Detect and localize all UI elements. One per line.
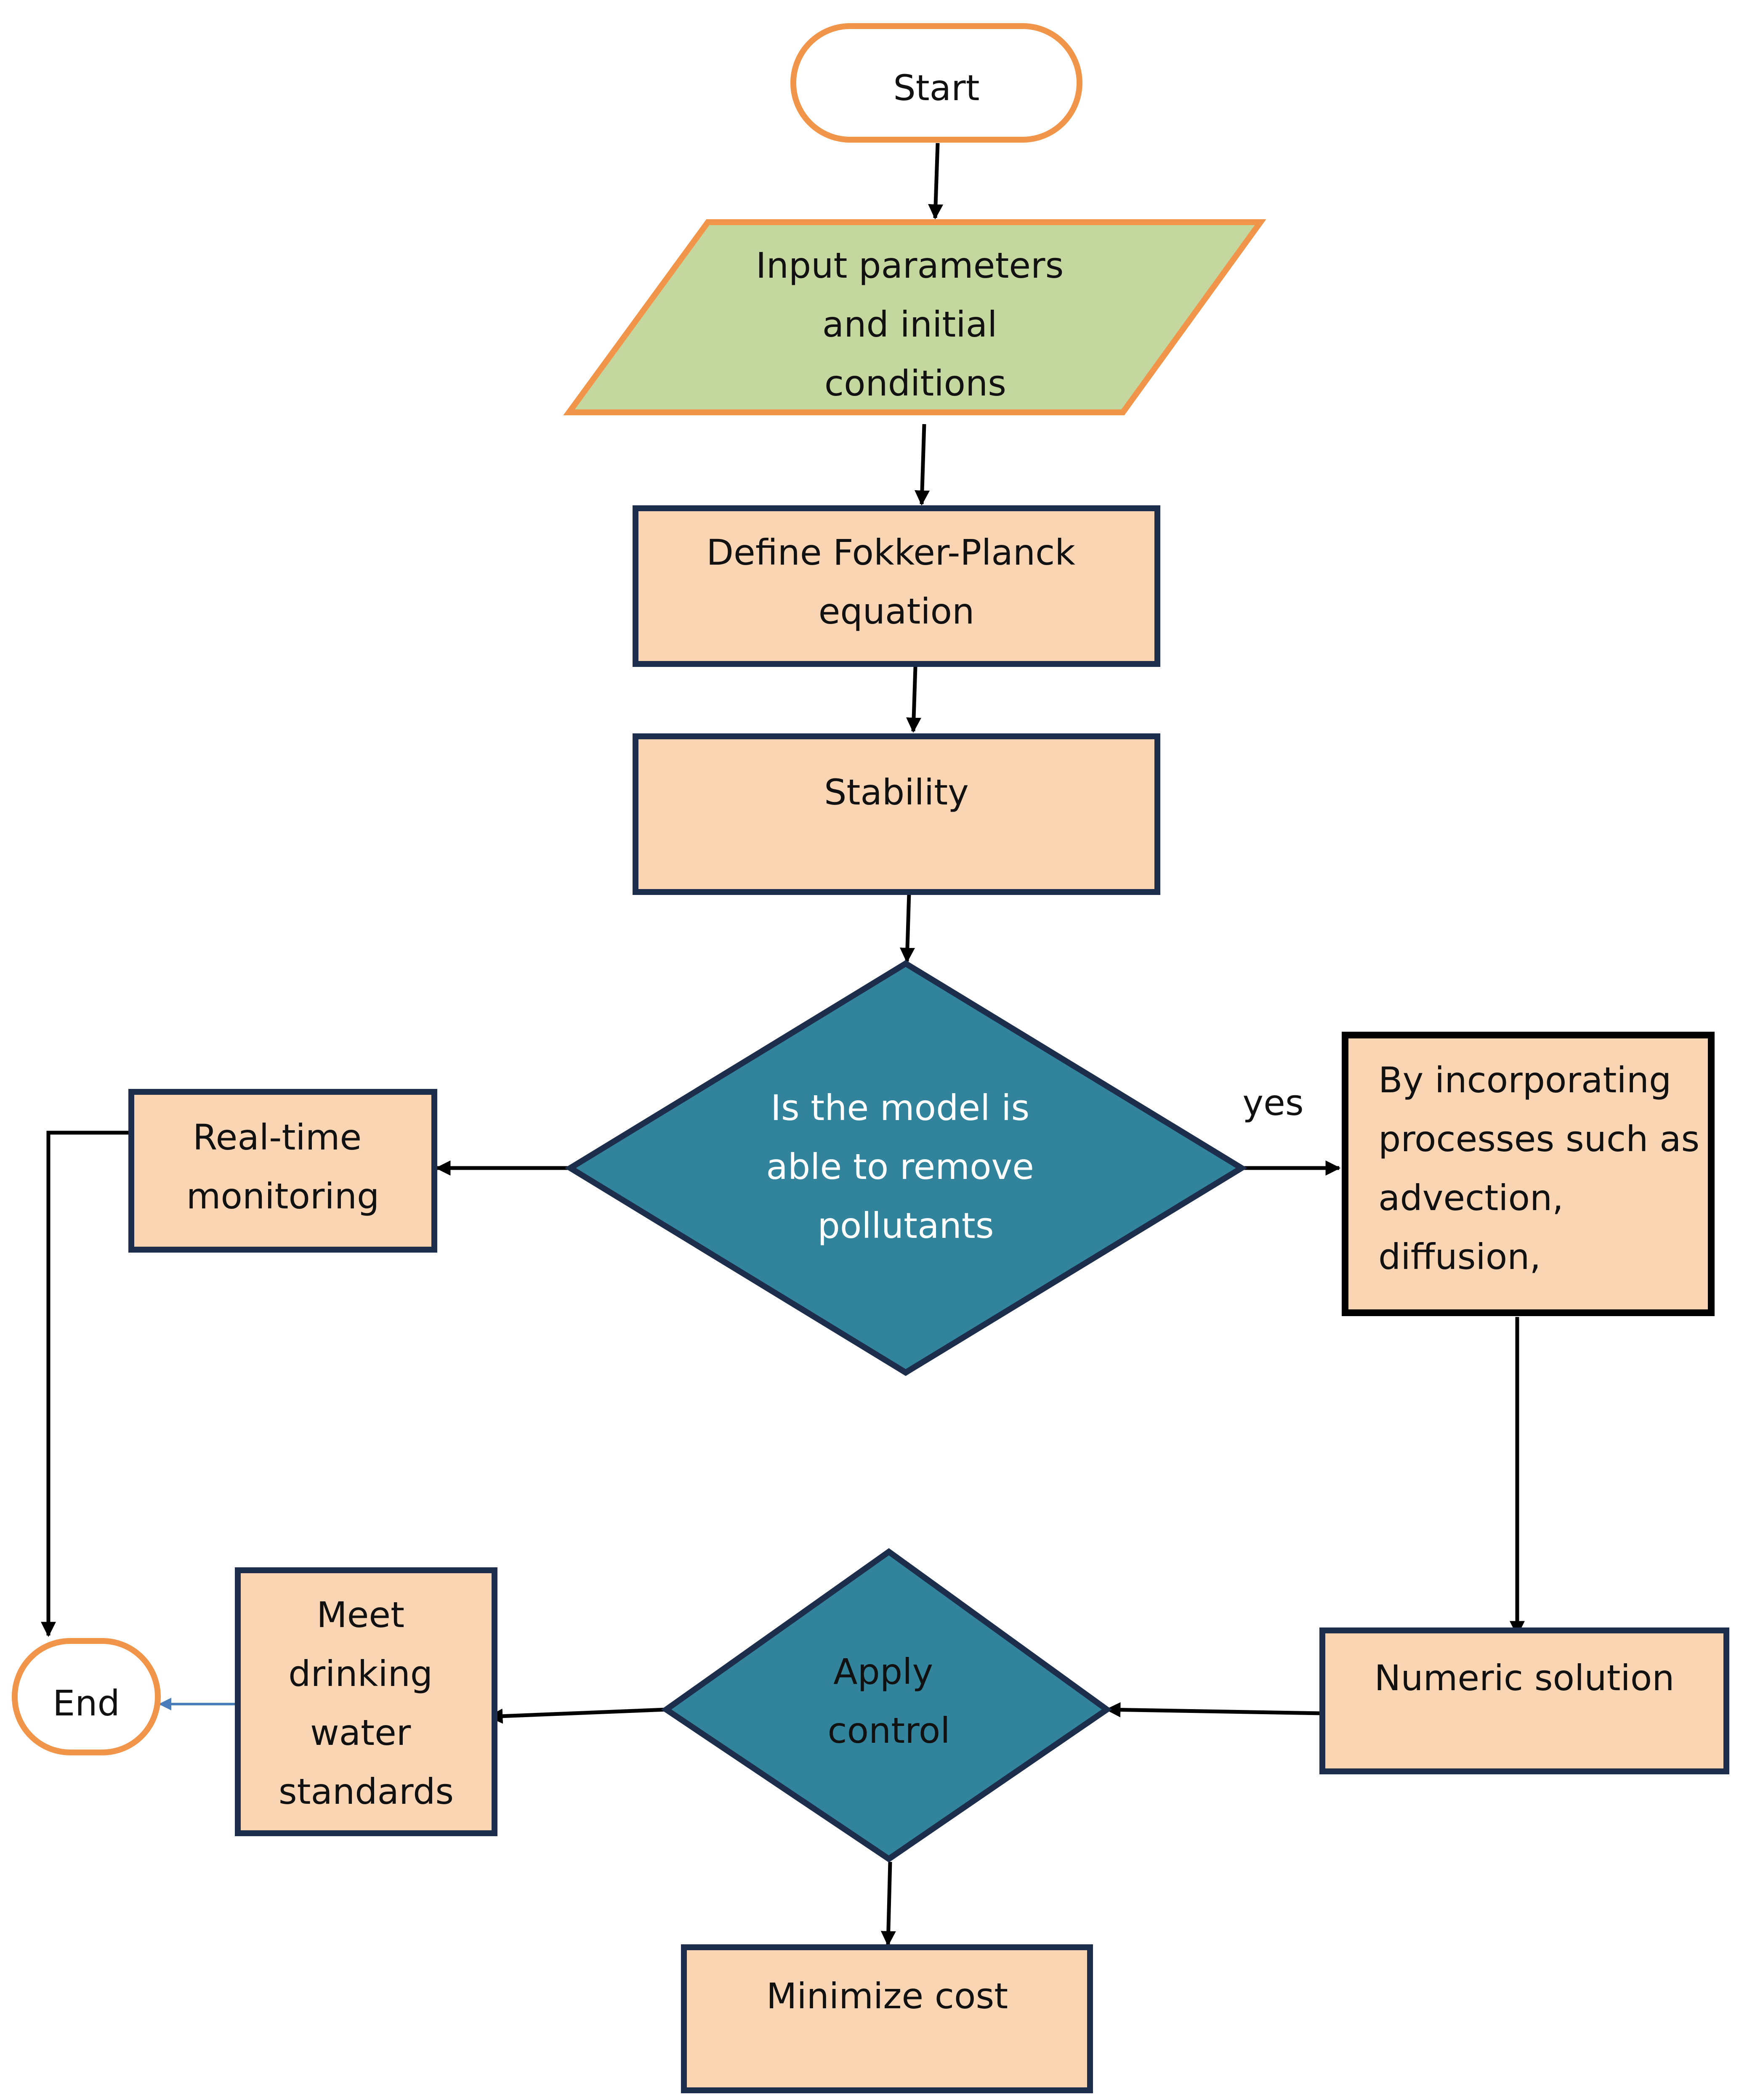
meet-shape — [235, 1567, 497, 1836]
apply-text: Apply control — [827, 1651, 950, 1751]
incorporating-shape — [1342, 1032, 1715, 1316]
realtime-line-2: monitoring — [186, 1176, 380, 1217]
start-shape — [790, 23, 1082, 143]
decision-shape — [564, 960, 1247, 1376]
decision-text: Is the model is able to remove pollutant… — [766, 1087, 1045, 1246]
meet-line-4: standards — [279, 1771, 454, 1812]
stability-shape — [633, 733, 1160, 895]
arrow-stability-to-decision — [900, 892, 915, 963]
incorporating-line-3: advection, — [1378, 1177, 1564, 1219]
define-node: Define Fokker-Planck equation — [633, 505, 1160, 667]
start-node: Start — [790, 23, 1082, 143]
end-label: End — [53, 1683, 120, 1724]
start-label: Start — [893, 67, 979, 109]
arrow-apply-to-minimize — [880, 1861, 896, 1946]
arrow-start-to-input — [928, 143, 944, 220]
decision-line-2: able to remove — [766, 1146, 1034, 1187]
meet-line-2: drinking — [288, 1653, 433, 1694]
numeric-node: Numeric solution — [1319, 1627, 1729, 1774]
incorporating-text: By incorporating processes such as advec… — [1378, 1059, 1711, 1277]
apply-line-2: control — [827, 1710, 950, 1751]
input-node: Input parameters and initial conditions — [563, 219, 1266, 415]
realtime-text: Real-time monitoring — [186, 1117, 380, 1217]
arrow-define-to-stability — [906, 654, 922, 733]
stability-node: Stability — [633, 733, 1160, 895]
decision-node: Is the model is able to remove pollutant… — [564, 960, 1247, 1376]
realtime-shape — [128, 1089, 437, 1253]
input-text: Input parameters and initial conditions — [756, 245, 1075, 404]
input-line-1: Input parameters — [756, 245, 1064, 286]
apply-shape — [661, 1548, 1112, 1863]
define-line-2: equation — [819, 591, 975, 632]
input-line-3: conditions — [824, 363, 1006, 404]
minimize-label: Minimize cost — [766, 1975, 1008, 2017]
numeric-shape — [1319, 1627, 1729, 1774]
realtime-line-1: Real-time — [193, 1117, 362, 1158]
input-shape — [563, 219, 1266, 415]
apply-line-1: Apply — [833, 1651, 933, 1692]
numeric-label: Numeric solution — [1375, 1657, 1675, 1699]
end-node: End — [12, 1638, 161, 1755]
incorporating-line-4: diffusion, — [1378, 1236, 1541, 1277]
meet-text: Meet drinking water standards — [279, 1594, 454, 1812]
define-line-1: Define Fokker-Planck — [706, 532, 1075, 573]
define-text: Define Fokker-Planck equation — [706, 532, 1086, 632]
incorporating-line-1: By incorporating — [1378, 1059, 1671, 1101]
decision-line-3: pollutants — [818, 1205, 994, 1246]
decision-line-1: Is the model is — [771, 1087, 1029, 1128]
minimize-shape — [681, 1944, 1093, 2093]
end-shape — [12, 1638, 161, 1755]
arrow-numeric-to-apply — [1105, 1702, 1323, 1718]
define-shape — [633, 505, 1160, 667]
input-line-2: and initial — [822, 304, 997, 345]
incorporating-line-2: processes such as — [1378, 1118, 1699, 1160]
apply-node: Apply control — [661, 1548, 1112, 1863]
arrow-apply-to-meet — [487, 1707, 667, 1724]
yes-label: yes — [1242, 1082, 1303, 1123]
minimize-node: Minimize cost — [681, 1944, 1093, 2093]
stability-label: Stability — [824, 772, 969, 813]
meet-node: Meet drinking water standards — [235, 1567, 497, 1836]
meet-line-1: Meet — [316, 1594, 404, 1635]
realtime-node: Real-time monitoring — [128, 1089, 437, 1253]
meet-line-3: water — [310, 1712, 411, 1753]
arrow-realtime-to-end — [41, 1131, 131, 1637]
arrow-input-to-define — [915, 424, 930, 506]
connectors — [41, 143, 1525, 1946]
incorporating-node: By incorporating processes such as advec… — [1342, 1032, 1715, 1316]
